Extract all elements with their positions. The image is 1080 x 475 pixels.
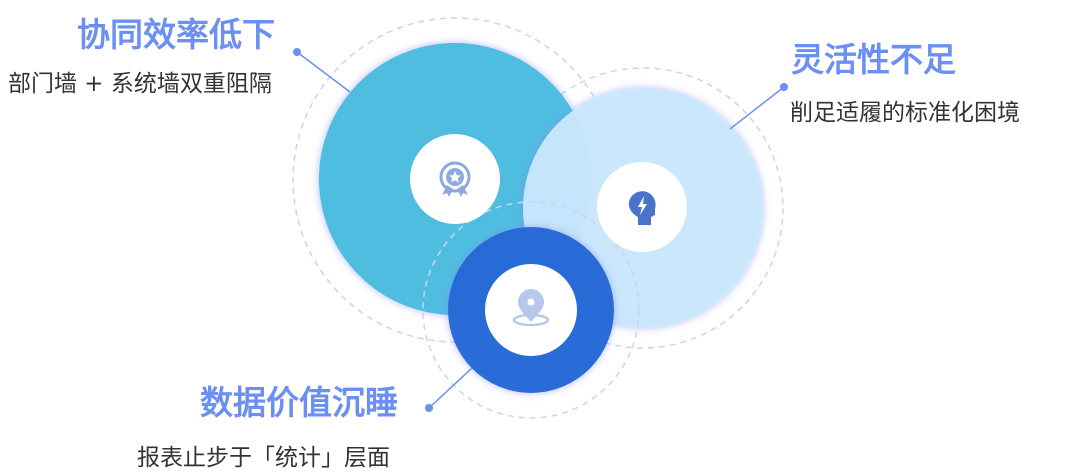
- subtitle-data-value: 报表止步于「统计」层面: [137, 445, 390, 471]
- subtitle-flexibility: 削足适履的标准化困境: [790, 100, 1020, 126]
- connector-1: [293, 48, 351, 93]
- connector-3: [425, 367, 473, 412]
- award-medal-icon: [439, 161, 471, 197]
- connector-2: [729, 83, 788, 130]
- head-lightning-icon: [628, 191, 656, 225]
- dashed-orbit-3: [422, 201, 640, 419]
- dashed-orbit-2: [502, 67, 784, 349]
- title-collaboration: 协同效率低下: [77, 15, 275, 54]
- title-data-value: 数据价值沉睡: [200, 383, 398, 422]
- subtitle-collaboration: 部门墙 + 系统墙双重阻隔: [8, 71, 272, 97]
- title-flexibility: 灵活性不足: [791, 40, 956, 79]
- location-pin-icon: [512, 289, 550, 327]
